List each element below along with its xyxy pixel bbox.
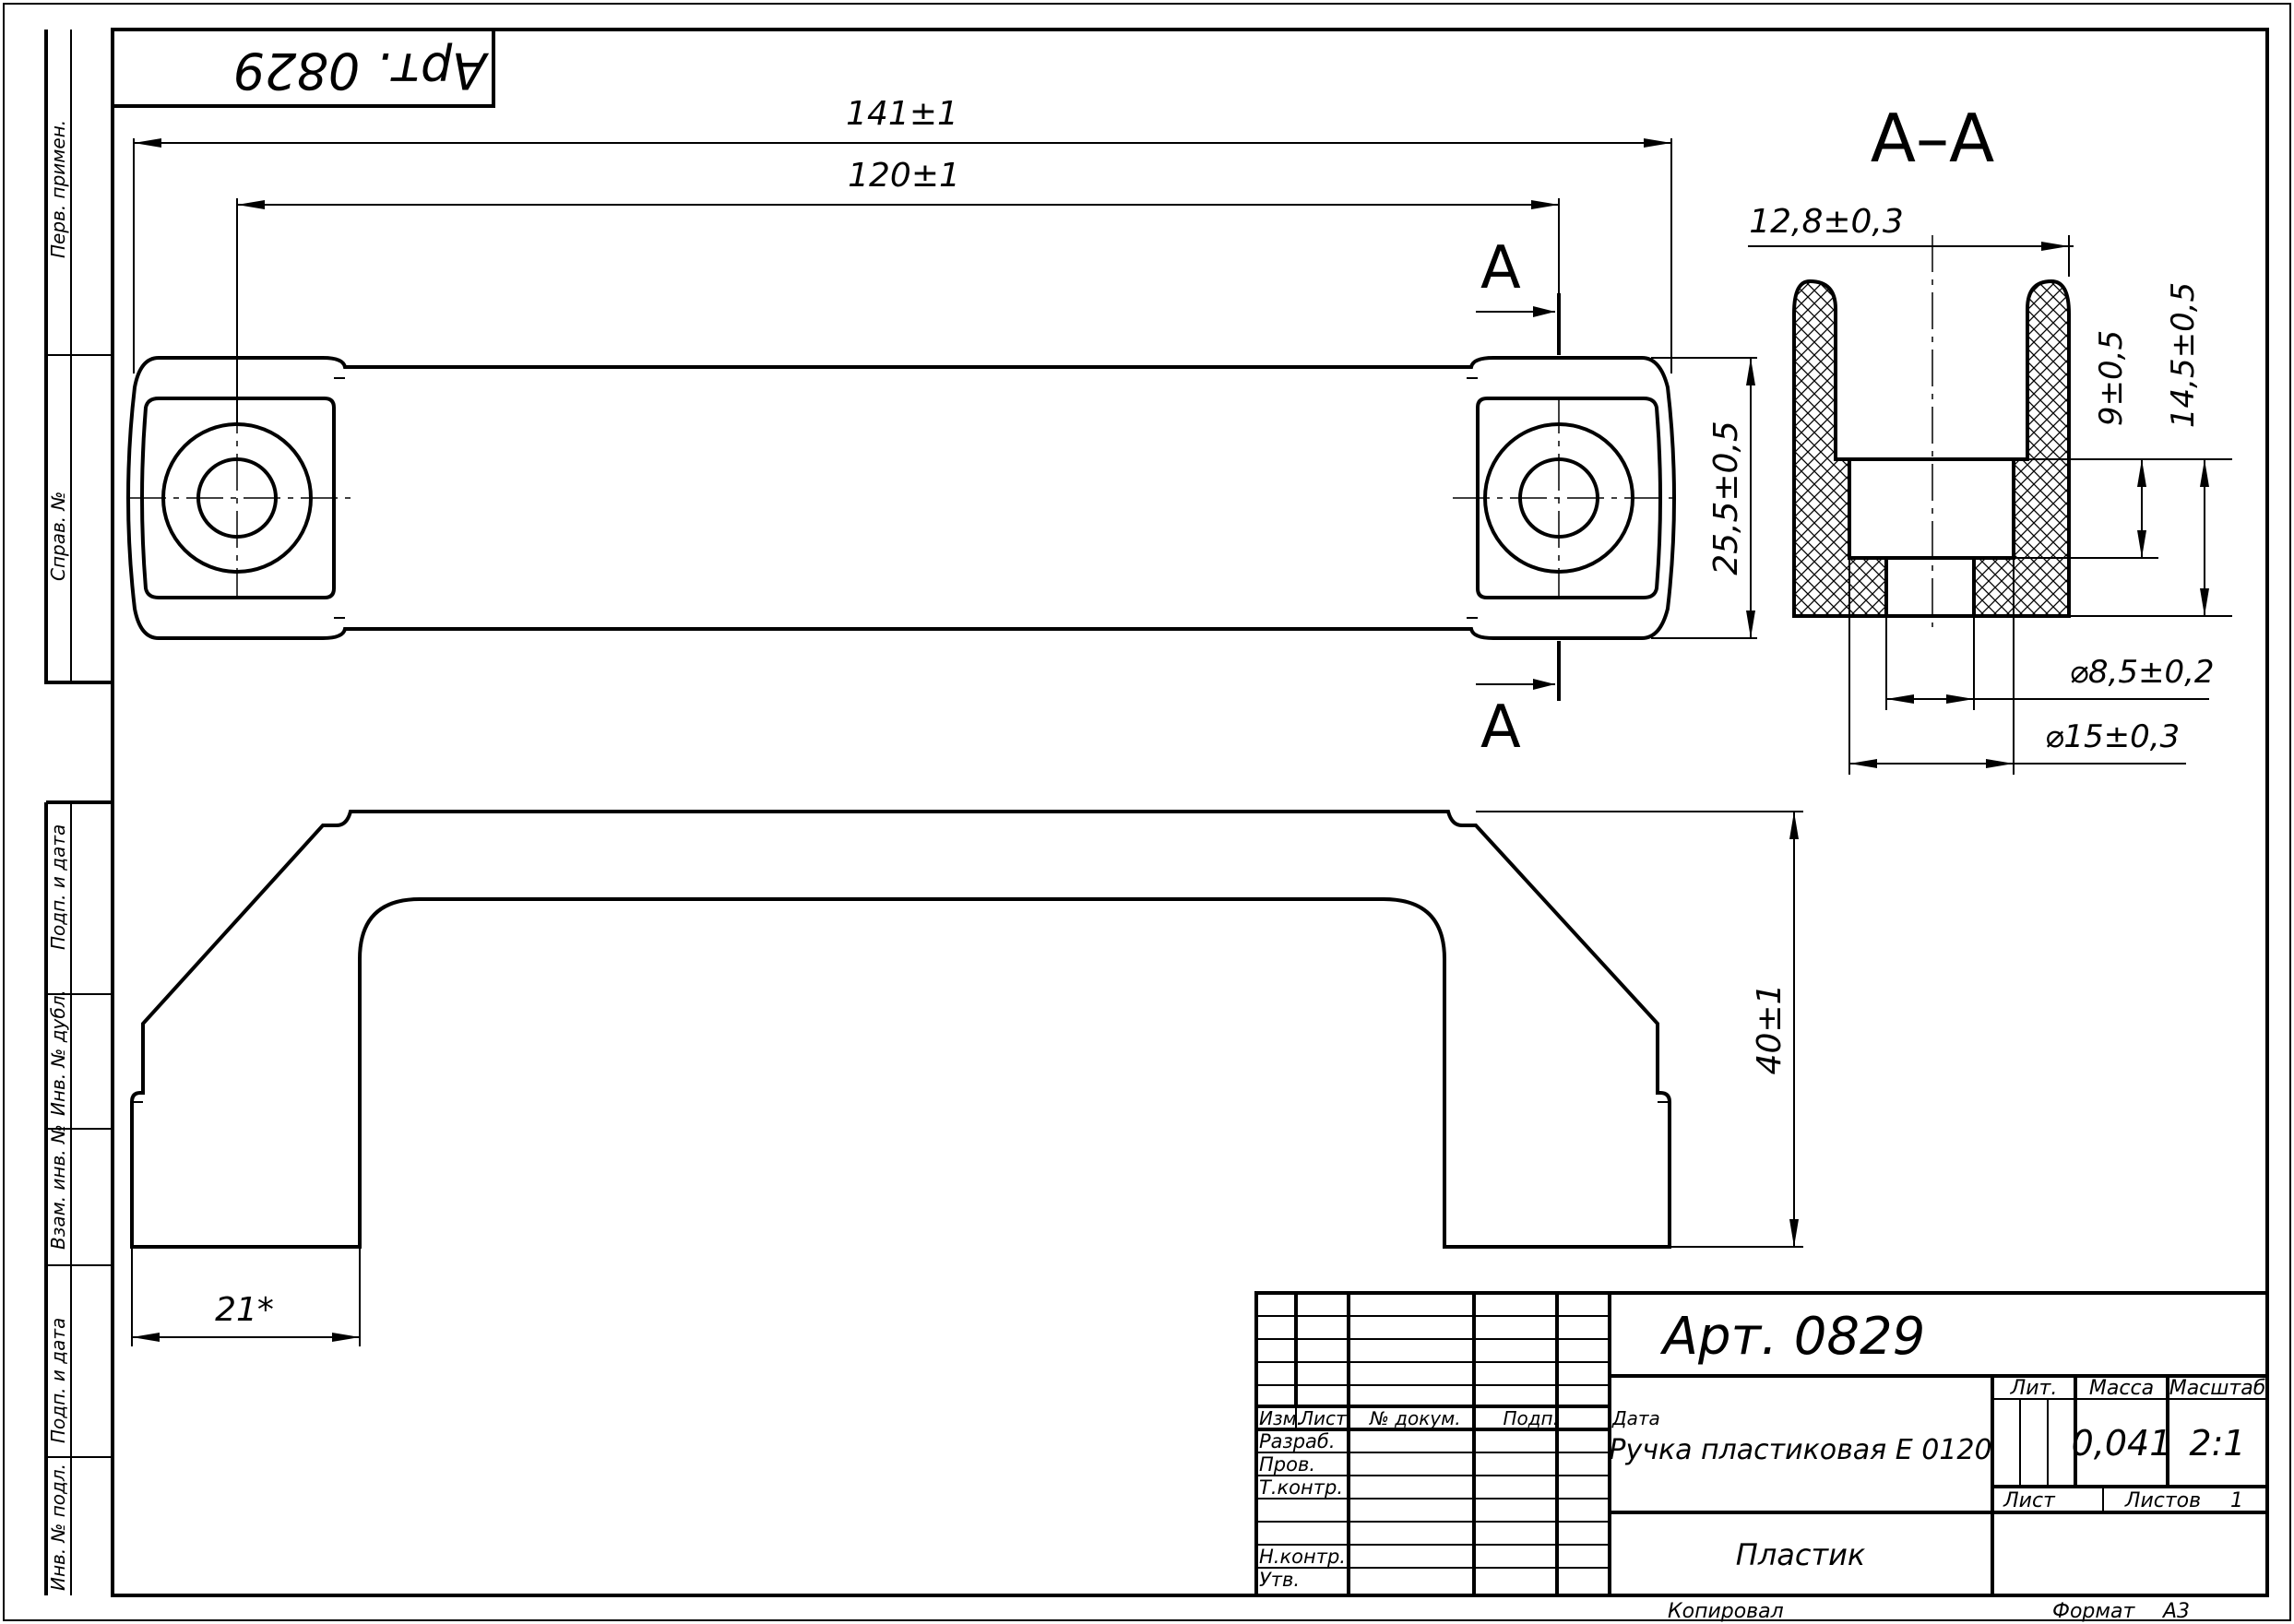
tb-col-izm: Изм. (1259, 1407, 1302, 1429)
dim-foot: 21* (215, 1291, 274, 1329)
strip-podp-data-1: Подп. и дата (47, 824, 69, 950)
side-view: 40±1 21* (130, 810, 1803, 1346)
dim-section-depth: 9±0,5 (2093, 330, 2130, 426)
strip-perv-primen: Перв. примен. (47, 120, 69, 258)
tb-mass-label: Масса (2089, 1377, 2154, 1400)
article-upside-text: Арт. 0829 (233, 41, 489, 100)
tb-razrab: Разраб. (1259, 1430, 1336, 1452)
dim-bore-small: ⌀8,5±0,2 (2069, 654, 2214, 691)
tb-scale-value: 2:1 (2189, 1423, 2245, 1464)
tb-utv: Утв. (1259, 1569, 1300, 1591)
footer-format-value: А3 (2161, 1600, 2190, 1623)
strip-podp-data-2: Подп. и дата (47, 1318, 69, 1443)
tb-material: Пластик (1736, 1537, 1866, 1572)
tb-name: Ручка пластиковая Е 0120 (1609, 1434, 1991, 1466)
strip-inv-dubl: Инв. № дубл. (47, 990, 69, 1116)
section-view: А–А 12,8±0,3 9±0,5 14,5±0,5 ⌀8,5±0,2 ⌀15… (1748, 100, 2232, 775)
footer-format-label: Формат (2052, 1600, 2135, 1623)
left-strip: Перв. примен. Справ. № Подп. и дата Инв.… (44, 30, 113, 1595)
tb-sheet-label: Лист (2003, 1489, 2056, 1512)
drawing-frame (111, 28, 2269, 1597)
top-view: А А 141±1 120±1 25,5±0,5 (126, 95, 1757, 762)
tb-sheets-label: Листов (2124, 1489, 2201, 1512)
cut-label-top: А (1480, 234, 1521, 302)
tb-col-data: Дата (1611, 1407, 1660, 1429)
cut-label-bottom: А (1480, 693, 1521, 762)
title-block: Арт. 0829 Ручка пластиковая Е 0120 Пласт… (1254, 1291, 2267, 1595)
dim-width: 25,5±0,5 (1707, 421, 1745, 575)
dim-height: 40±1 (1751, 984, 1789, 1075)
tb-scale-label: Масштаб (2169, 1377, 2266, 1400)
tb-col-list: Лист (1299, 1407, 1348, 1429)
dim-overall-length: 141±1 (846, 95, 958, 133)
tb-prov: Пров. (1259, 1453, 1315, 1476)
dim-hole-spacing: 120±1 (848, 157, 960, 195)
strip-vzam-inv: Взам. инв. № (47, 1124, 69, 1250)
tb-mass-value: 0,041 (2072, 1423, 2172, 1464)
dim-section-height: 14,5±0,5 (2165, 282, 2202, 428)
article-box-top: Арт. 0829 (113, 30, 495, 108)
strip-sprav: Справ. № (47, 492, 69, 581)
tb-article: Арт. 0829 (1660, 1307, 1926, 1367)
tb-col-doc: № докум. (1369, 1407, 1461, 1429)
footer-kopiroval: Копировал (1668, 1600, 1784, 1623)
tb-lit-label: Лит. (2010, 1377, 2058, 1400)
tb-tkontr: Т.контр. (1259, 1476, 1343, 1499)
tb-nkontr: Н.контр. (1259, 1546, 1346, 1568)
tb-sheets-value: 1 (2230, 1489, 2243, 1512)
tb-col-podp: Подп. (1503, 1407, 1559, 1429)
section-title: А–А (1871, 100, 1995, 177)
strip-inv-podl: Инв. № подл. (47, 1464, 69, 1591)
dim-bore-large: ⌀15±0,3 (2045, 718, 2180, 755)
dim-section-width: 12,8±0,3 (1749, 203, 1904, 241)
sheet-edge (3, 3, 2291, 1621)
